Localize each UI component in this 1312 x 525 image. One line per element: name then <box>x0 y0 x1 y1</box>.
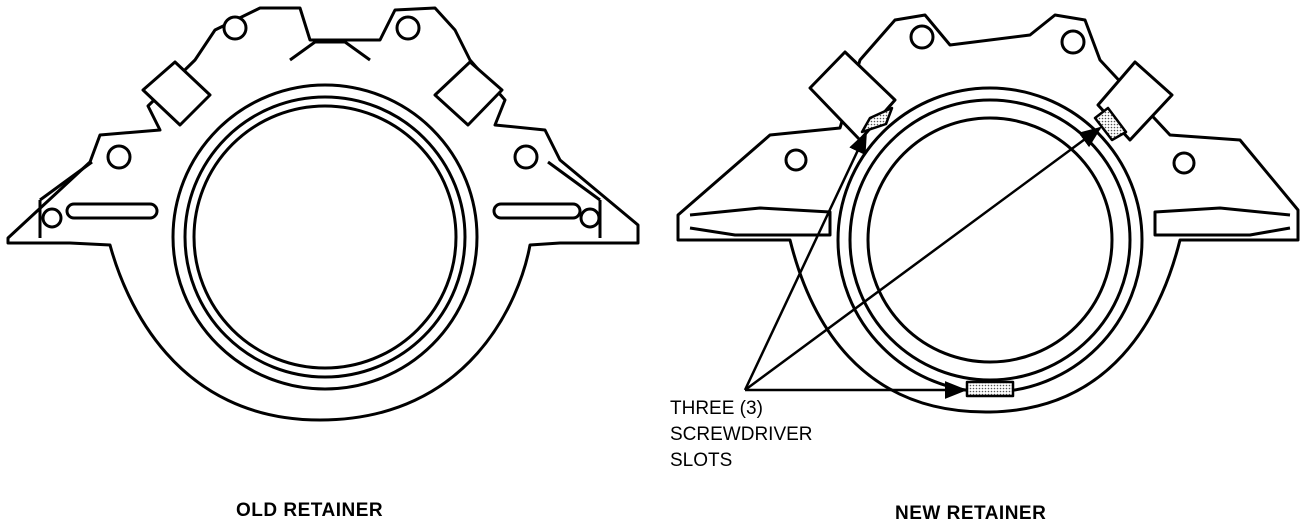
new-bore <box>866 116 1114 364</box>
old-bore-ring <box>183 95 467 379</box>
old-retainer-drawing <box>6 6 640 422</box>
old-left-hole <box>106 144 132 170</box>
new-left-hole <box>784 148 808 172</box>
old-top-right-hole <box>395 15 421 41</box>
old-left-tab <box>141 60 212 127</box>
new-right-hole <box>1172 151 1196 175</box>
old-right-small-hole <box>579 207 601 229</box>
arrow-to-left-slot <box>743 130 868 391</box>
old-right-hole <box>513 144 539 170</box>
callout-line-2: SCREWDRIVER <box>670 424 813 445</box>
arrow-to-right-slot <box>744 126 1102 392</box>
screwdriver-slots-callout: THREE (3) SCREWDRIVER SLOTS <box>670 396 813 474</box>
new-slot-bottom <box>965 380 1015 398</box>
old-top-left-hole <box>222 15 248 41</box>
new-retainer-caption: NEW RETAINER <box>895 503 1047 524</box>
new-top-left-hole <box>909 24 935 50</box>
old-right-slot <box>492 202 582 220</box>
new-top-right-hole <box>1060 29 1086 55</box>
old-right-tab <box>433 60 504 127</box>
new-retainer-drawing <box>676 13 1300 414</box>
old-bore <box>192 104 458 370</box>
new-slot-left <box>860 106 894 134</box>
callout-arrows <box>743 126 1102 399</box>
callout-line-3: SLOTS <box>670 450 733 471</box>
new-bore-ring <box>848 98 1132 382</box>
old-left-slot <box>65 202 159 220</box>
callout-line-1: THREE (3) <box>670 398 763 419</box>
new-slot-right <box>1093 106 1128 142</box>
old-left-small-hole <box>41 207 63 229</box>
old-retainer-caption: OLD RETAINER <box>236 500 384 521</box>
